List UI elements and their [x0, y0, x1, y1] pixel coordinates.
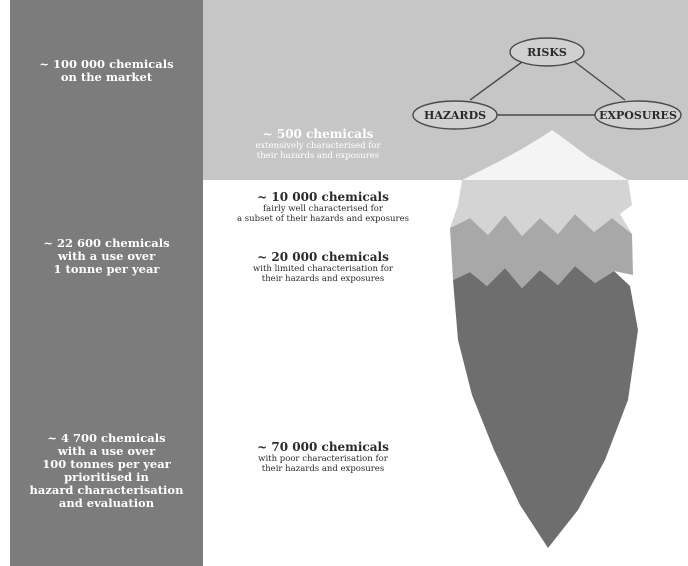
hazards-label: HAZARDS — [424, 109, 486, 122]
level-title: ~ 70 000 chemicals — [203, 440, 443, 454]
level-desc: their hazards and exposures — [203, 464, 443, 474]
risks-label: RISKS — [527, 46, 567, 59]
level-desc: fairly well characterised for — [203, 204, 443, 214]
risks-hazards-connector — [470, 62, 522, 100]
level-title: ~ 10 000 chemicals — [203, 190, 443, 204]
level-desc: their hazards and exposures — [203, 274, 443, 284]
level-desc: a subset of their hazards and exposures — [203, 214, 443, 224]
risks-exposures-connector — [575, 62, 625, 100]
level-title: ~ 500 chemicals — [203, 127, 433, 141]
level-desc: extensively characterised for — [203, 141, 433, 151]
level-poor: ~ 70 000 chemicals with poor characteris… — [203, 440, 443, 474]
level-extensive: ~ 500 chemicals extensively characterise… — [203, 127, 433, 161]
exposures-label: EXPOSURES — [599, 109, 677, 122]
level-limited: ~ 20 000 chemicals with limited characte… — [203, 250, 443, 284]
level-fair: ~ 10 000 chemicals fairly well character… — [203, 190, 443, 224]
iceberg-tip — [462, 130, 628, 180]
level-desc: with limited characterisation for — [203, 264, 443, 274]
level-title: ~ 20 000 chemicals — [203, 250, 443, 264]
level-desc: with poor characterisation for — [203, 454, 443, 464]
level-desc: their hazards and exposures — [203, 151, 433, 161]
iceberg-band-poor — [453, 266, 638, 548]
